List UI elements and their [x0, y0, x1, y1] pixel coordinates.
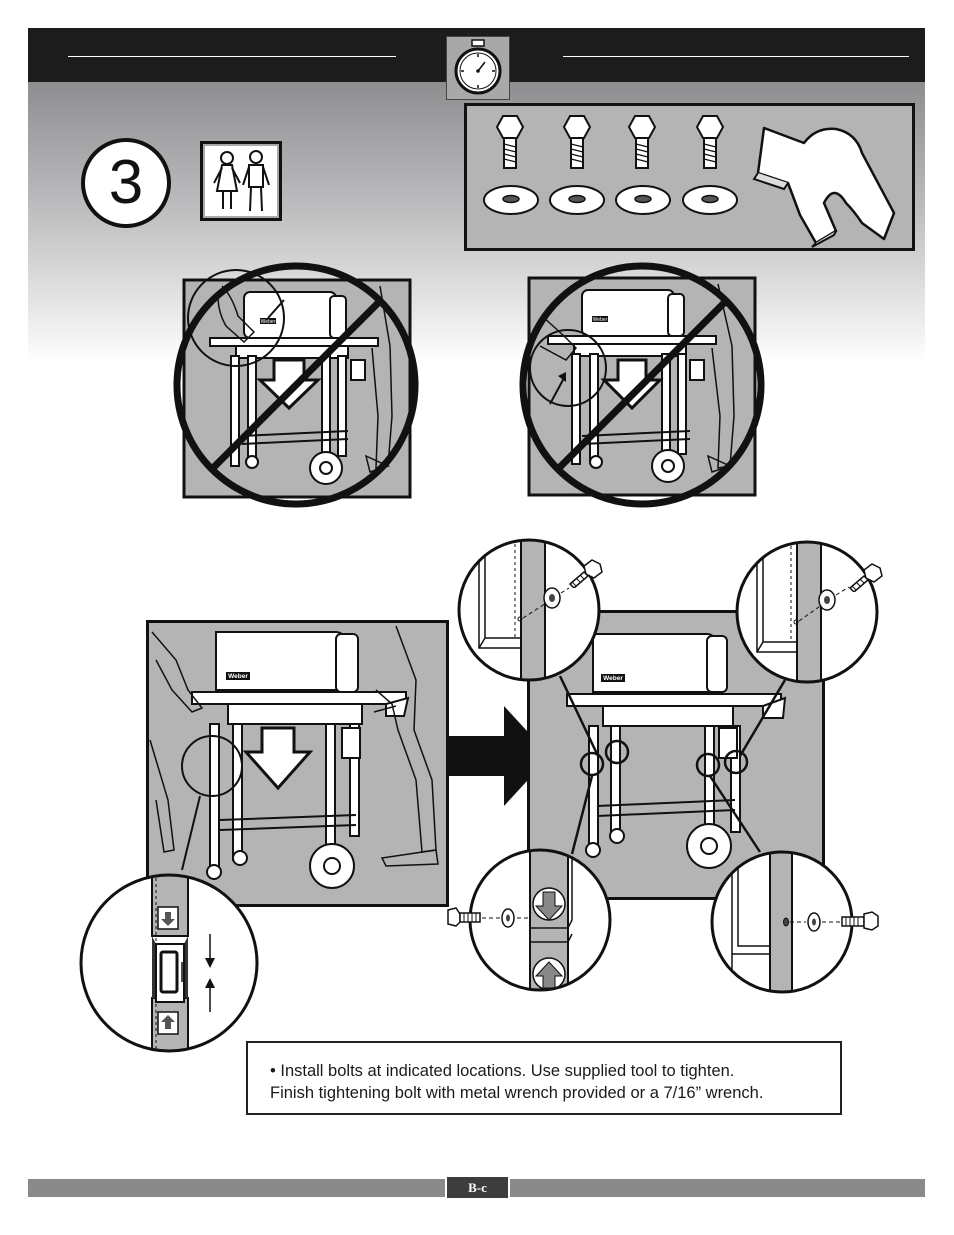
instruction-line-2: Finish tightening bolt with metal wrench… — [270, 1084, 764, 1102]
grill-logo: Weber — [228, 673, 248, 680]
prohibited-icon — [173, 262, 419, 508]
hardware-parts-box — [464, 103, 915, 251]
bolt-icon — [568, 559, 603, 588]
bolt-detail-bottom-left — [468, 848, 612, 992]
page-number: B-c — [447, 1177, 508, 1198]
washer-icon — [549, 185, 605, 215]
tool-icon — [752, 126, 896, 248]
bolt-icon — [562, 115, 592, 169]
incorrect-lift-panel-2: Weber — [512, 256, 772, 514]
grill-logo: Weber — [603, 675, 623, 682]
prohibited-icon — [519, 262, 765, 508]
bolt-icon — [695, 115, 725, 169]
bolt-icon — [841, 911, 879, 931]
grill-logo: Weber — [593, 317, 608, 323]
washer-icon — [615, 185, 671, 215]
bolt-icon — [848, 563, 883, 592]
header-rule-left — [68, 56, 396, 57]
instruction-box: • Install bolts at indicated locations. … — [246, 1041, 842, 1115]
bolt-icon — [627, 115, 657, 169]
stopwatch-icon — [446, 36, 510, 100]
step-badge: 3 — [80, 137, 172, 229]
washer-icon — [682, 185, 738, 215]
incorrect-lift-panel-1: Weber — [166, 256, 424, 514]
grill-logo: Weber — [261, 319, 276, 325]
step-number: 3 — [108, 148, 144, 217]
bolt-detail-top-left — [457, 538, 601, 682]
footer-bar-left — [28, 1179, 445, 1197]
two-person-icon — [200, 141, 282, 221]
instruction-line-1: • Install bolts at indicated locations. … — [270, 1062, 735, 1080]
footer-bar-right — [510, 1179, 925, 1197]
arrow-right-icon — [446, 704, 552, 808]
bolt-icon — [447, 907, 481, 927]
bolt-detail-top-right — [735, 540, 879, 684]
washer-icon — [483, 185, 539, 215]
bolt-detail-bottom-right — [710, 850, 854, 994]
bolt-icon — [495, 115, 525, 169]
correct-lift-panel: Weber — [146, 620, 449, 908]
header-rule-right — [563, 56, 909, 57]
leg-alignment-detail — [78, 872, 260, 1054]
